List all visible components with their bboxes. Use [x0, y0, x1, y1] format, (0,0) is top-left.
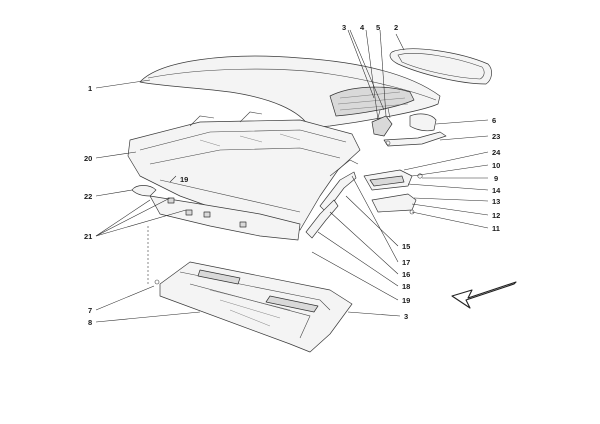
callout-7: 7 — [88, 306, 92, 315]
front-direction-arrow — [451, 281, 517, 309]
callout-22: 22 — [84, 192, 92, 201]
callout-labels: 1 2 3 4 5 6 23 24 10 9 14 13 12 11 20 19… — [84, 23, 501, 327]
callout-3-lower: 3 — [404, 312, 408, 321]
callout-8: 8 — [88, 318, 92, 327]
callout-12: 12 — [492, 211, 500, 220]
callout-24: 24 — [492, 148, 501, 157]
tonneau-cover-tray — [154, 261, 353, 353]
headliner-frame — [127, 111, 361, 231]
callout-11: 11 — [492, 224, 500, 233]
callout-13: 13 — [492, 197, 500, 206]
hard-top-shell — [139, 55, 441, 129]
front-latch-brackets — [363, 169, 423, 215]
callout-19-lower: 19 — [402, 296, 410, 305]
callout-9: 9 — [494, 174, 498, 183]
callout-23: 23 — [492, 132, 500, 141]
callout-6: 6 — [492, 116, 496, 125]
callout-2: 2 — [394, 23, 398, 32]
callout-15: 15 — [402, 242, 410, 251]
callout-1: 1 — [88, 84, 92, 93]
rear-window-glass — [389, 48, 492, 85]
leader-lines — [95, 29, 489, 323]
side-rail-strips — [305, 159, 359, 239]
callout-4: 4 — [360, 23, 365, 32]
trim-clip — [131, 185, 157, 197]
callout-10: 10 — [492, 161, 500, 170]
callout-14: 14 — [492, 186, 501, 195]
callout-3: 3 — [342, 23, 346, 32]
callout-20: 20 — [84, 154, 92, 163]
callout-16: 16 — [402, 270, 410, 279]
rear-seal-strip — [409, 113, 437, 132]
lower-trim-panel — [149, 195, 301, 241]
callout-19-upper: 19 — [180, 175, 188, 184]
callout-17: 17 — [402, 258, 410, 267]
callout-5: 5 — [376, 23, 380, 32]
callout-21: 21 — [84, 232, 92, 241]
latch-mechanism — [371, 107, 447, 147]
callout-18: 18 — [402, 282, 410, 291]
